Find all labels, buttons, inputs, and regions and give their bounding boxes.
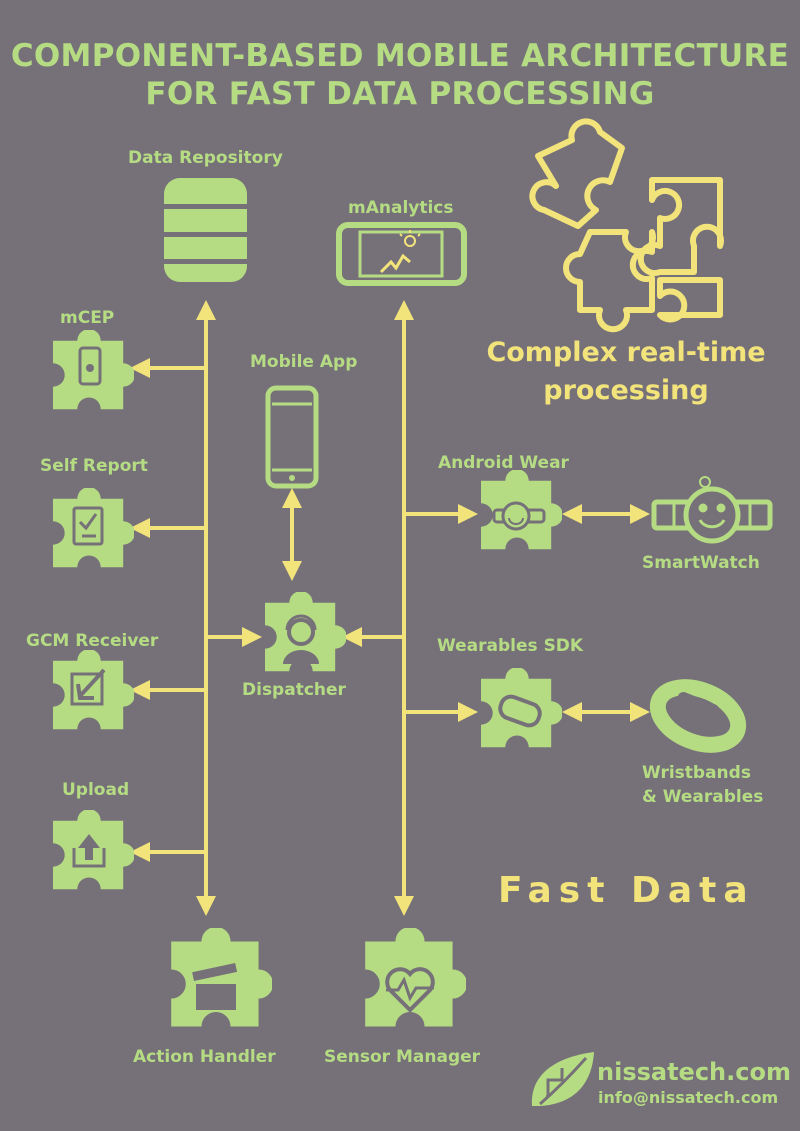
connector-lines xyxy=(130,300,650,916)
callout-line-2: processing xyxy=(543,375,709,406)
label-data-repository: Data Repository xyxy=(128,148,283,168)
label-android-wear: Android Wear xyxy=(438,453,569,473)
label-upload: Upload xyxy=(62,780,130,800)
smartphone-chart-icon xyxy=(336,222,467,286)
label-wristbands-line-1: Wristbands xyxy=(642,763,751,783)
contact-email: info@nissatech.com xyxy=(598,1088,779,1107)
title-line-1: COMPONENT-BASED MOBILE ARCHITECTURE xyxy=(10,38,790,74)
title-line-2: FOR FAST DATA PROCESSING xyxy=(145,76,655,112)
upload-puzzle xyxy=(53,810,134,890)
label-manalytics: mAnalytics xyxy=(348,198,454,218)
wearables-sdk-puzzle xyxy=(481,668,562,748)
brand-name: nissatech.com xyxy=(597,1058,791,1086)
action-handler-puzzle xyxy=(171,928,272,1027)
label-mcep: mCEP xyxy=(60,308,115,328)
label-mobile-app: Mobile App xyxy=(250,352,358,372)
label-wearables-sdk: Wearables SDK xyxy=(437,636,584,656)
smiley-watch-icon xyxy=(651,476,773,544)
label-self-report: Self Report xyxy=(40,456,148,476)
callout-line-1: Complex real-time xyxy=(486,337,766,368)
label-dispatcher: Dispatcher xyxy=(242,680,346,700)
fast-data-heading: Fast Data xyxy=(498,870,755,911)
gcm-receiver-puzzle xyxy=(53,650,134,730)
puzzle-icon xyxy=(529,118,724,333)
smartphone-icon xyxy=(265,385,319,489)
label-sensor-manager: Sensor Manager xyxy=(324,1047,481,1067)
label-wristbands-line-2: & Wearables xyxy=(642,787,764,807)
database-icon xyxy=(164,178,247,282)
mcep-puzzle xyxy=(53,330,134,410)
self-report-puzzle xyxy=(53,488,134,568)
dispatcher-puzzle xyxy=(265,592,346,672)
label-smartwatch: SmartWatch xyxy=(642,553,760,573)
sensor-manager-puzzle xyxy=(365,928,466,1027)
label-gcm-receiver: GCM Receiver xyxy=(26,631,159,651)
leaf-logo-icon xyxy=(531,1052,594,1106)
android-wear-puzzle xyxy=(481,470,562,550)
label-action-handler: Action Handler xyxy=(133,1047,276,1067)
wristband-icon xyxy=(649,679,747,753)
